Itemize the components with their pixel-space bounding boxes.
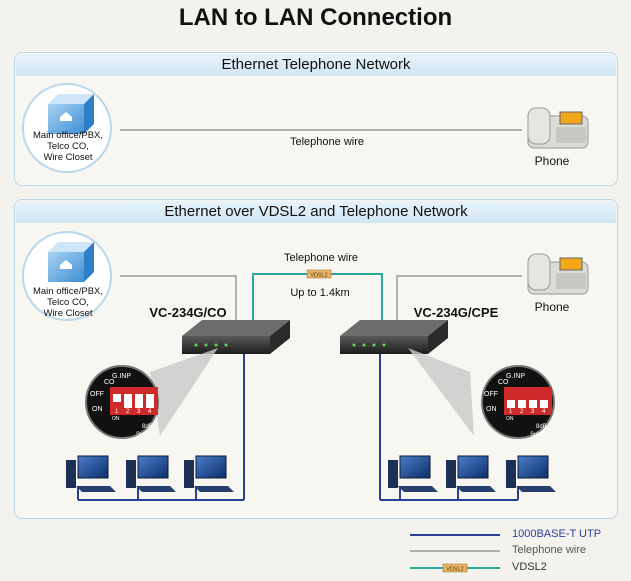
legend-tel-label: Telephone wire xyxy=(512,544,586,556)
office-label-top: Main office/PBX,Telco CO,Wire Closet xyxy=(32,130,104,163)
svg-text:8dB: 8dB xyxy=(536,424,547,430)
device-label-cpe: VC-234G/CPE xyxy=(413,305,499,320)
vdsl2-telephone-panel: Ethernet over VDSL2 and Telephone Networ… xyxy=(14,199,618,519)
dip-switch-right: G.INP CO OFF ON ON 1 2 3 4 8dB Sym xyxy=(481,365,555,439)
callout-left-beam xyxy=(150,348,218,436)
telephone-wire-right xyxy=(396,275,522,322)
phone-label-bottom: Phone xyxy=(534,300,570,314)
svg-text:Sym: Sym xyxy=(530,432,542,438)
svg-text:2: 2 xyxy=(126,409,130,415)
svg-text:4: 4 xyxy=(148,409,152,415)
distance-label: Up to 1.4km xyxy=(290,287,350,299)
pc-icon xyxy=(126,455,176,492)
vdsl2-tag-text: VDSL2 xyxy=(310,273,327,279)
legend-vdsl-label: VDSL2 xyxy=(512,561,547,573)
office-building-icon xyxy=(22,83,112,173)
vc-234g-co-switch-icon xyxy=(182,320,290,354)
telephone-wire-label-top: Telephone wire xyxy=(290,136,364,148)
utp-right-network xyxy=(379,348,519,501)
svg-text:ON: ON xyxy=(112,416,120,422)
telephone-wire-label-bottom: Telephone wire xyxy=(284,252,358,264)
svg-text:G.INP: G.INP xyxy=(112,373,131,380)
svg-text:3: 3 xyxy=(137,409,141,415)
dip-switch-left: G.INP CO OFF ON ON 1 2 3 4 8dB Sym xyxy=(85,365,159,439)
pc-icon xyxy=(184,455,234,492)
svg-text:ON: ON xyxy=(486,406,497,413)
legend-utp-label: 1000BASE-T UTP xyxy=(512,528,602,540)
svg-text:ON: ON xyxy=(506,416,514,422)
ethernet-telephone-panel: Ethernet Telephone Network xyxy=(14,52,618,186)
device-label-co: VC-234G/CO xyxy=(149,305,227,320)
utp-left-network xyxy=(77,348,245,501)
svg-text:3: 3 xyxy=(531,409,535,415)
phone-icon xyxy=(527,107,589,149)
pc-icon xyxy=(506,455,556,492)
callout-right-beam xyxy=(408,348,474,436)
svg-text:4: 4 xyxy=(542,409,546,415)
svg-text:CO: CO xyxy=(498,379,509,386)
svg-text:OFF: OFF xyxy=(484,391,498,398)
panel-header-bottom: Ethernet over VDSL2 and Telephone Networ… xyxy=(16,201,616,223)
legend-vdsl-tag-text: VDSL2 xyxy=(446,567,463,573)
svg-text:1: 1 xyxy=(509,409,513,415)
phone-label-top: Phone xyxy=(534,154,570,168)
svg-text:1: 1 xyxy=(115,409,119,415)
svg-text:CO: CO xyxy=(104,379,115,386)
phone-icon xyxy=(527,253,589,295)
pc-icon xyxy=(66,455,116,492)
panel-header-top: Ethernet Telephone Network xyxy=(16,54,616,76)
office-building-icon xyxy=(22,231,112,321)
office-label-bottom: Main office/PBX,Telco CO,Wire Closet xyxy=(32,286,104,319)
svg-text:Sym: Sym xyxy=(136,432,148,438)
svg-text:G.INP: G.INP xyxy=(506,373,525,380)
svg-text:2: 2 xyxy=(520,409,524,415)
pc-icon xyxy=(446,455,496,492)
svg-text:ON: ON xyxy=(92,406,103,413)
page-title: LAN to LAN Connection xyxy=(178,4,453,31)
legend-vdsl-tag xyxy=(442,563,468,573)
svg-text:OFF: OFF xyxy=(90,391,104,398)
telephone-wire-left xyxy=(120,275,237,322)
pc-icon xyxy=(388,455,438,492)
vc-234g-cpe-switch-icon xyxy=(340,320,448,354)
vdsl2-tag xyxy=(306,269,332,279)
svg-text:8dB: 8dB xyxy=(142,424,153,430)
